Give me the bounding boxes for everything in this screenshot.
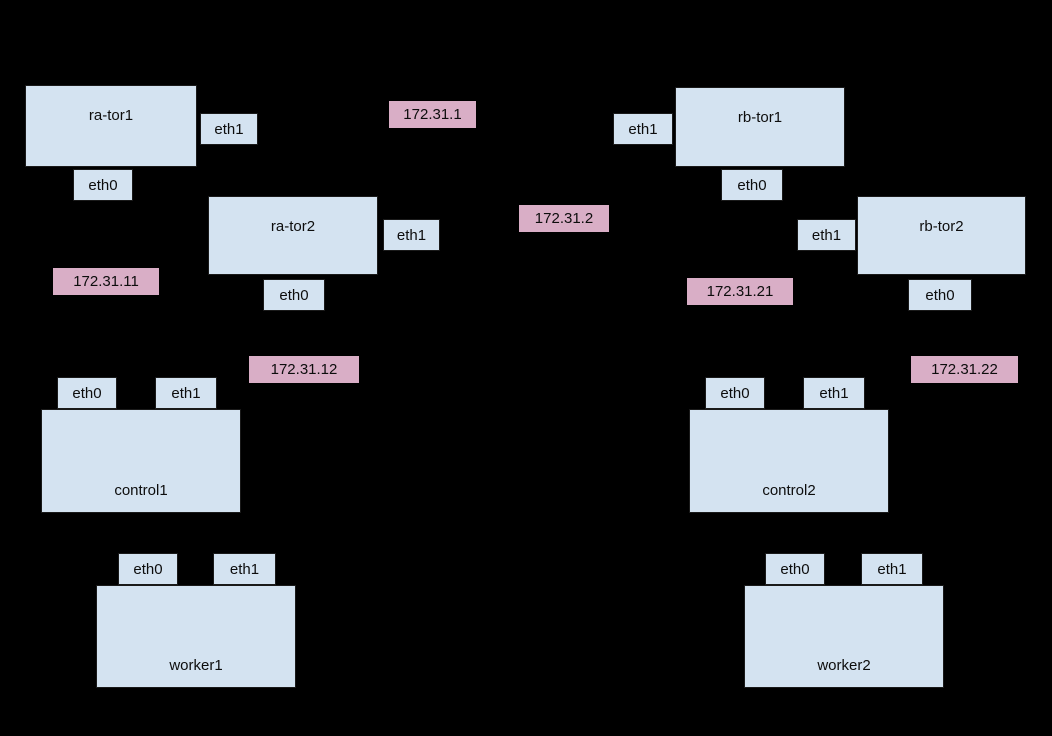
port-control1-eth1[interactable]: eth1 <box>155 377 217 409</box>
port-ra-tor2-eth0[interactable]: eth0 <box>263 279 325 311</box>
node-label-rb-tor2: rb-tor2 <box>919 218 964 235</box>
ip-label-172-31-21: 172.31.21 <box>687 278 793 305</box>
ip-label-172-31-12: 172.31.12 <box>249 356 359 383</box>
port-rb-tor1-eth1[interactable]: eth1 <box>613 113 673 145</box>
port-control2-eth1[interactable]: eth1 <box>803 377 865 409</box>
node-label-control2: control2 <box>762 482 816 499</box>
node-ra-tor1[interactable]: ra-tor1 <box>25 85 197 167</box>
node-label-ra-tor1: ra-tor1 <box>88 107 134 124</box>
node-rb-tor1[interactable]: rb-tor1 <box>675 87 845 167</box>
node-control2[interactable]: control2 <box>689 409 889 513</box>
node-ra-tor2[interactable]: ra-tor2 <box>208 196 378 275</box>
ip-label-172-31-22: 172.31.22 <box>911 356 1018 383</box>
node-label-rb-tor1: rb-tor1 <box>737 109 783 126</box>
port-worker1-eth0[interactable]: eth0 <box>118 553 178 585</box>
node-worker2[interactable]: worker2 <box>744 585 944 688</box>
port-ra-tor2-eth1[interactable]: eth1 <box>383 219 440 251</box>
node-worker1[interactable]: worker1 <box>96 585 296 688</box>
port-worker2-eth0[interactable]: eth0 <box>765 553 825 585</box>
port-ra-tor1-eth0[interactable]: eth0 <box>73 169 133 201</box>
port-rb-tor2-eth1[interactable]: eth1 <box>797 219 856 251</box>
node-label-worker1: worker1 <box>169 657 223 674</box>
node-label-ra-tor2: ra-tor2 <box>270 218 316 235</box>
ip-label-172-31-2: 172.31.2 <box>519 205 609 232</box>
ip-label-172-31-11: 172.31.11 <box>53 268 159 295</box>
node-control1[interactable]: control1 <box>41 409 241 513</box>
port-control2-eth0[interactable]: eth0 <box>705 377 765 409</box>
port-worker2-eth1[interactable]: eth1 <box>861 553 923 585</box>
port-rb-tor1-eth0[interactable]: eth0 <box>721 169 783 201</box>
node-label-worker2: worker2 <box>817 657 871 674</box>
port-rb-tor2-eth0[interactable]: eth0 <box>908 279 972 311</box>
port-worker1-eth1[interactable]: eth1 <box>213 553 276 585</box>
node-rb-tor2[interactable]: rb-tor2 <box>857 196 1026 275</box>
node-label-control1: control1 <box>114 482 168 499</box>
port-control1-eth0[interactable]: eth0 <box>57 377 117 409</box>
port-ra-tor1-eth1[interactable]: eth1 <box>200 113 258 145</box>
ip-label-172-31-1: 172.31.1 <box>389 101 476 128</box>
